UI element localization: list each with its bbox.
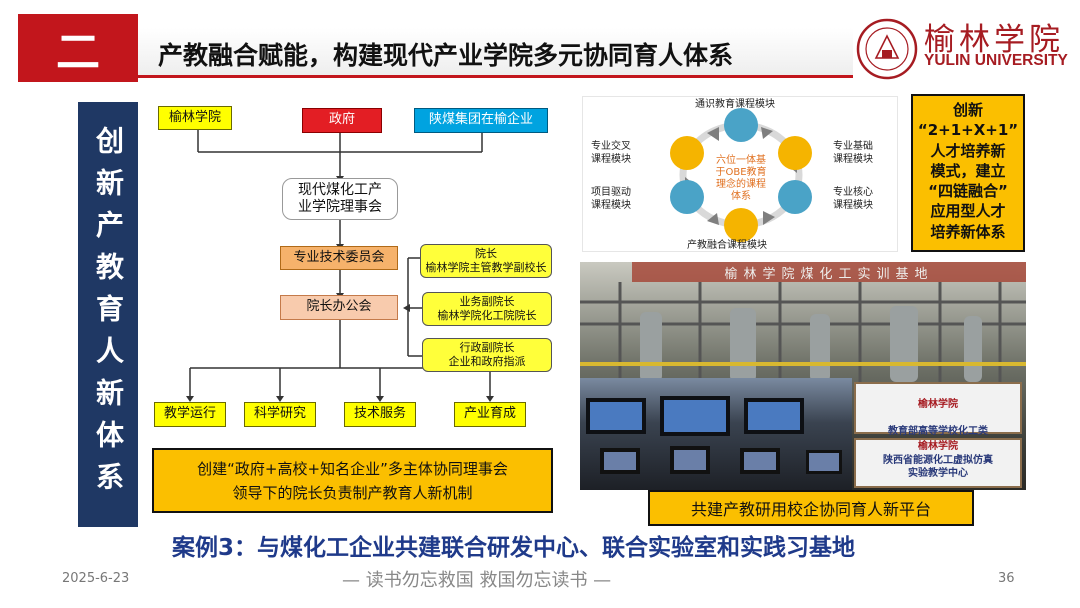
- org-node-dean-office: 院长办公会: [280, 295, 398, 320]
- org-node-shaanxi-coal-group: 陕煤集团在榆企业: [414, 108, 548, 133]
- cycle-node-cross: [670, 136, 704, 170]
- cycle-node-basic: [778, 136, 812, 170]
- org-node-government: 政府: [302, 108, 382, 133]
- training-base-photo: 榆林学院煤化工实训基地: [580, 262, 1026, 490]
- title-bar: [138, 28, 853, 78]
- org-node-council: 现代煤化工产 业学院理事会: [282, 178, 398, 220]
- side-panel-text: 创新产教育人新体系: [92, 125, 125, 504]
- cycle-diagram-graphics: [670, 108, 812, 242]
- logo-name-en: YULIN UNIVERSITY: [924, 52, 1068, 69]
- case-title: 案例3：与煤化工企业共建联合研发中心、联合实验室和实践习基地: [172, 535, 856, 561]
- org-node-technical-committee: 专业技术委员会: [280, 246, 398, 270]
- caption-platform: 共建产教研用校企协同育人新平台: [648, 490, 974, 526]
- section-number-badge: 二: [18, 14, 138, 82]
- course-cycle-diagram: 六位一体基 于OBE教育 理念的课程 体系 通识教育课程模块 专业基础 课程模块…: [582, 96, 898, 252]
- org-node-dean: 院长 榆林学院主管教学副校长: [420, 244, 552, 278]
- side-panel: 创新产教育人新体系: [78, 102, 138, 527]
- org-node-yulin-university: 榆林学院: [158, 106, 232, 130]
- cycle-label-project: 项目驱动 课程模块: [591, 187, 631, 211]
- org-node-bottom-unit: 教学运行: [154, 402, 226, 427]
- cycle-label-core: 专业核心 课程模块: [833, 187, 873, 211]
- logo-name-cn: 榆林学院: [924, 22, 1064, 58]
- simulation-lab-photo: [580, 378, 852, 490]
- innovation-model-box: 创新 “2+1+X+1” 人才培养新 模式，建立 “四链融合” 应用型人才 培养…: [911, 94, 1025, 252]
- plant-equipment-illustration: [580, 282, 1026, 382]
- section-number: 二: [56, 27, 100, 78]
- cycle-node-general: [724, 108, 758, 142]
- computer-lab-illustration: [586, 396, 842, 474]
- cycle-label-general: 通识教育课程模块: [695, 99, 775, 110]
- cycle-node-integration: [724, 208, 758, 242]
- cycle-node-project: [670, 180, 704, 214]
- footer-motto: — 读书勿忘救国 救国勿忘读书 —: [342, 570, 612, 591]
- photo-banner: 榆林学院煤化工实训基地: [632, 262, 1026, 282]
- org-chart: 榆林学院 政府 陕煤集团在榆企业 现代煤化工产 业学院理事会 专业技术委员会 院…: [150, 98, 560, 433]
- page-title: 产教融合赋能，构建现代产业学院多元协同育人体系: [158, 41, 734, 70]
- caption-mechanism: 创建“政府+高校+知名企业”多主体协同理事会 领导下的院长负责制产教育人新机制: [152, 448, 553, 513]
- org-node-deputy-dean-admin: 行政副院长 企业和政府指派: [422, 338, 552, 372]
- org-node-bottom-unit: 科学研究: [244, 402, 316, 427]
- cycle-node-core: [778, 180, 812, 214]
- footer-date: 2025-6-23: [62, 571, 130, 586]
- cycle-center-text: 六位一体基 于OBE教育 理念的课程 体系: [715, 155, 767, 202]
- cycle-label-basic: 专业基础 课程模块: [833, 141, 873, 165]
- university-seal-icon: [856, 18, 918, 80]
- org-node-bottom-unit: 产业育成: [454, 402, 526, 427]
- page-number: 36: [998, 571, 1015, 586]
- cycle-label-cross: 专业交叉 课程模块: [591, 141, 631, 165]
- org-node-bottom-unit: 技术服务: [344, 402, 416, 427]
- plaque-seal-text: 榆林学院: [918, 398, 958, 410]
- cycle-label-integration: 产教融合课程模块: [687, 240, 767, 251]
- plaque-practice-base: 榆林学院 教育部高等学校化工类 专业教学指导委员会 指定实习基地: [854, 382, 1022, 464]
- plaque-simulation-center: 榆林学院 陕西省能源化工虚拟仿真 实验教学中心: [854, 438, 1022, 488]
- plaque-seal-text: 榆林学院: [918, 441, 958, 452]
- org-node-deputy-dean-business: 业务副院长 榆林学院化工院院长: [422, 292, 552, 326]
- plaque-text: 陕西省能源化工虚拟仿真 实验教学中心: [883, 454, 993, 480]
